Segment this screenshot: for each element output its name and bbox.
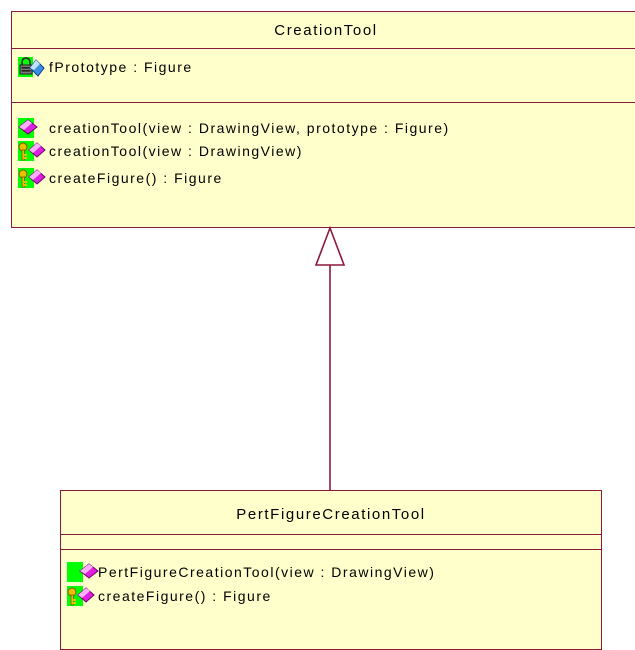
public-operation-icon bbox=[65, 561, 99, 583]
operation-row: PertFigureCreationTool(view : DrawingVie… bbox=[65, 561, 435, 583]
attributes-compartment: fPrototype : Figure bbox=[12, 49, 635, 103]
operations-compartment: creationTool(view : DrawingView, prototy… bbox=[12, 103, 635, 225]
attribute-row: fPrototype : Figure bbox=[16, 56, 193, 78]
pert-figure-creation-tool-class[interactable]: PertFigureCreationTool PertFigureCreatio… bbox=[60, 490, 602, 650]
operation-text: createFigure() : Figure bbox=[98, 588, 272, 604]
class-name-pert-figure-creation-tool: PertFigureCreationTool bbox=[61, 491, 601, 535]
inheritance-triangle-icon bbox=[314, 225, 346, 266]
protected-operation-icon bbox=[16, 167, 50, 189]
operation-row: createFigure() : Figure bbox=[16, 167, 223, 189]
operation-row: creationTool(view : DrawingView, prototy… bbox=[16, 117, 450, 139]
operation-text: creationTool(view : DrawingView, prototy… bbox=[49, 120, 450, 136]
public-operation-icon bbox=[16, 117, 50, 139]
operations-compartment: PertFigureCreationTool(view : DrawingVie… bbox=[61, 550, 601, 649]
operation-row: creationTool(view : DrawingView) bbox=[16, 140, 303, 162]
protected-operation-icon bbox=[65, 585, 99, 607]
operation-text: PertFigureCreationTool(view : DrawingVie… bbox=[98, 564, 436, 580]
class-name-creation-tool: CreationTool bbox=[12, 12, 635, 49]
creation-tool-class[interactable]: CreationTool fPrototype : Figure bbox=[11, 11, 635, 228]
protected-operation-icon bbox=[16, 140, 50, 162]
operation-row: createFigure() : Figure bbox=[65, 585, 272, 607]
operation-text: createFigure() : Figure bbox=[49, 170, 223, 186]
attribute-text: fPrototype : Figure bbox=[49, 59, 193, 75]
protected-attribute-icon bbox=[16, 56, 50, 78]
attributes-compartment bbox=[61, 535, 601, 550]
operation-text: creationTool(view : DrawingView) bbox=[49, 143, 303, 159]
